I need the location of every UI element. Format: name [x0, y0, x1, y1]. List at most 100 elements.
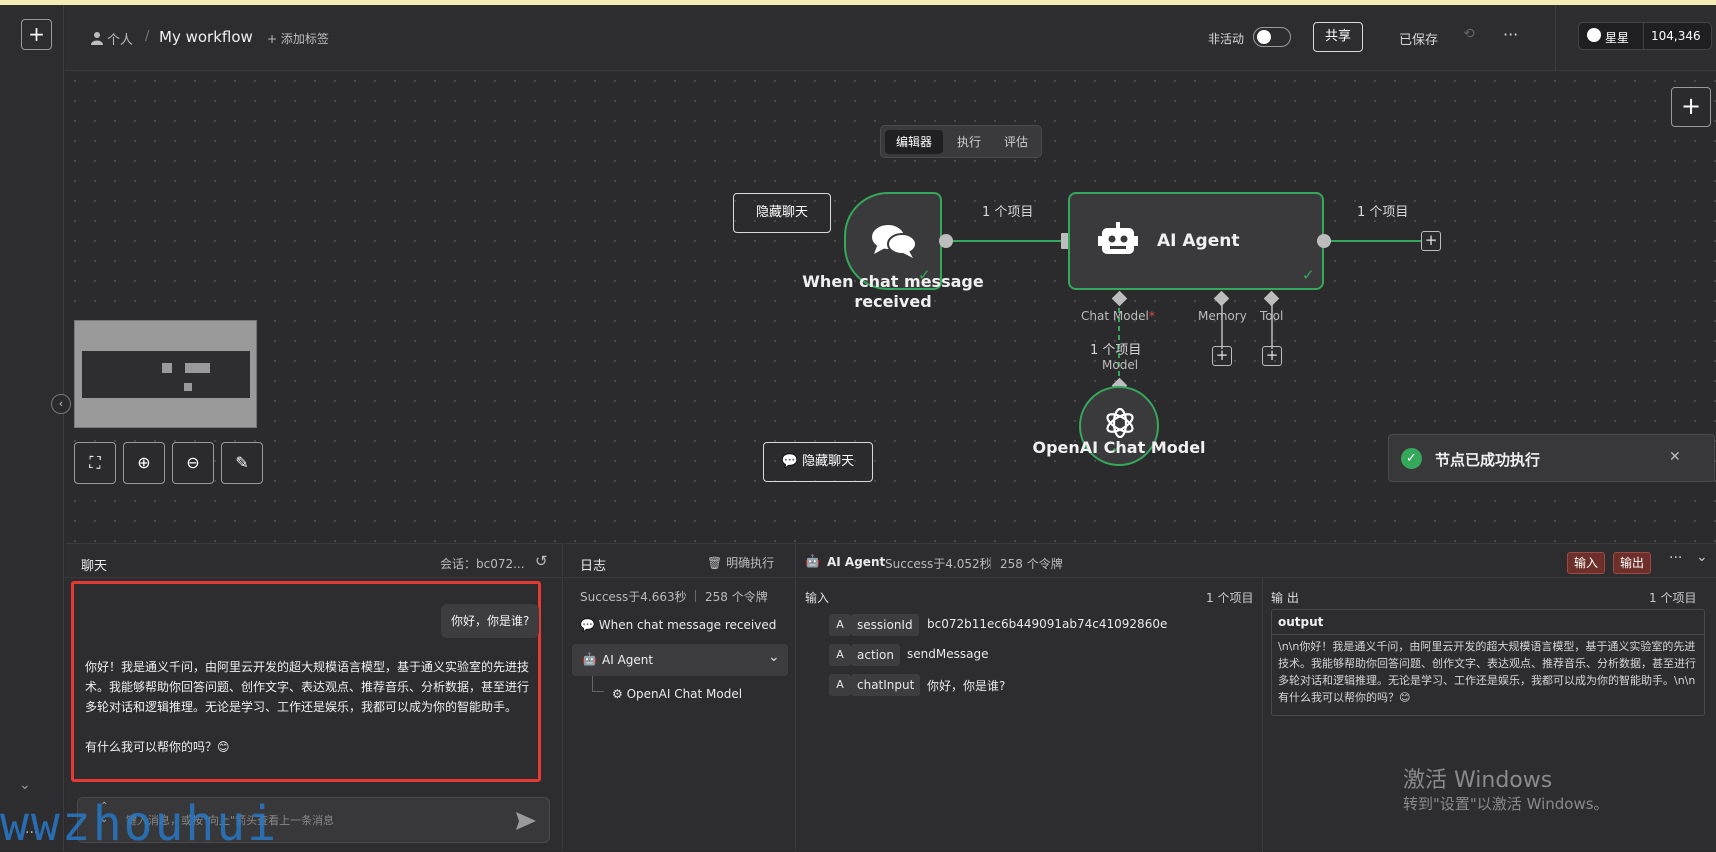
chat-bubbles-icon: 💬 — [580, 618, 599, 632]
input-item-count: 1 个项目 — [1206, 591, 1254, 605]
log-item-trigger[interactable]: 💬 When chat message received — [580, 618, 776, 632]
add-button[interactable]: + — [21, 19, 52, 50]
share-button[interactable]: 共享 — [1313, 22, 1363, 52]
highlight-box — [71, 581, 541, 782]
tree-connector — [592, 676, 604, 692]
fit-view-button[interactable]: ⛶ — [74, 442, 116, 484]
divider — [990, 557, 991, 569]
openai-node-label: OpenAI Chat Model — [1032, 438, 1206, 457]
success-toast: ✓ 节点已成功执行 ✕ — [1388, 434, 1715, 482]
github-star-widget[interactable]: 星星 104,346 — [1578, 22, 1712, 50]
log-panel-title: 日志 — [580, 559, 607, 574]
divider — [1272, 634, 1704, 635]
close-icon[interactable]: ✕ — [1669, 449, 1681, 465]
port-label-memory: Memory — [1198, 309, 1247, 323]
collapse-sidebar-button[interactable]: ‹ — [51, 394, 71, 414]
detail-node-name: AI Agent — [827, 555, 886, 569]
field-type-badge: A — [829, 674, 851, 696]
log-panel: 日志 🗑 明确执行 Success于4.663秒 258 个令牌 💬 When … — [564, 543, 796, 851]
active-toggle[interactable] — [1253, 27, 1291, 47]
input-section-title: 输入 — [805, 591, 830, 605]
windows-activation-subtitle: 转到"设置"以激活 Windows。 — [1403, 795, 1609, 813]
field-type-badge: A — [829, 614, 851, 636]
tab-executions[interactable]: 执行 — [956, 135, 981, 149]
zoom-out-button[interactable]: ⊖ — [172, 442, 214, 484]
assistant-message-p1: 你好！我是通义千问，由阿里云开发的超大规模语言模型，基于通义实验室的先进技术。我… — [85, 660, 530, 714]
breadcrumb-scope[interactable]: 个人 — [107, 33, 134, 48]
required-marker: * — [1148, 309, 1155, 323]
openai-chat-model-node[interactable]: ✓ — [1079, 386, 1159, 466]
output-card: output \n\n你好！我是通义千问，由阿里云开发的超大规模语言模型，基于通… — [1271, 609, 1705, 716]
input-tab-button[interactable]: 输入 — [1567, 552, 1605, 574]
more-menu-button[interactable]: ··· — [1503, 25, 1519, 44]
workflow-canvas[interactable]: 编辑器 执行 评估 + 隐藏聊天 ✓ When chat message rec… — [51, 71, 1716, 543]
add-tag-link[interactable]: + 添加标签 — [267, 32, 329, 46]
success-check-icon: ✓ — [1401, 448, 1422, 469]
clear-execution-button[interactable]: 🗑 明确执行 — [707, 554, 774, 571]
edge-item-count: 1 个项目 — [982, 205, 1034, 220]
openai-icon — [1106, 407, 1134, 439]
trigger-node[interactable]: ✓ — [844, 192, 942, 290]
history-icon[interactable]: ⟲ — [1463, 26, 1475, 42]
chat-panel: 聊天 会话：bc072... ↺ 你好，你是谁? 你好！我是通义千问，由阿里云开… — [65, 543, 563, 851]
chevron-down-icon[interactable]: ⌄ — [1696, 549, 1708, 565]
minimap[interactable] — [74, 320, 257, 428]
more-icon[interactable]: ··· — [25, 825, 39, 841]
log-item-openai[interactable]: ⚙ OpenAI Chat Model — [612, 687, 742, 701]
chevron-down-icon[interactable]: ⌄ — [19, 777, 31, 793]
agent-output-handle[interactable] — [1317, 234, 1331, 248]
port-label-chat-model-text: Chat Model — [1081, 309, 1149, 323]
trigger-output-handle[interactable] — [939, 234, 953, 248]
divider — [1262, 578, 1263, 852]
log-item-agent-label: AI Agent — [602, 653, 654, 667]
workflow-title[interactable]: My workflow — [159, 28, 253, 46]
hide-chat-node-button[interactable]: 隐藏聊天 — [733, 193, 831, 233]
history-arrows-icon[interactable]: ⌃⌄ — [100, 801, 109, 825]
zoom-in-button[interactable]: ⊕ — [123, 442, 165, 484]
ai-agent-label: AI Agent — [1157, 231, 1240, 251]
github-divider — [1643, 23, 1644, 49]
divider — [797, 577, 1716, 578]
hide-chat-button[interactable]: 💬 隐藏聊天 — [763, 442, 873, 482]
tab-evaluations[interactable]: 评估 — [1003, 135, 1028, 149]
output-text: \n\n你好！我是通义千问，由阿里云开发的超大规模语言模型，基于通义实验室的先进… — [1278, 640, 1696, 704]
trigger-node-label-line1: When chat message — [802, 272, 984, 291]
output-key: output — [1278, 615, 1324, 629]
add-memory-button[interactable]: + — [1212, 346, 1232, 366]
detail-status: Success于4.052秒 — [885, 557, 992, 571]
divider — [695, 590, 696, 602]
assistant-message-p2: 有什么我可以帮你的吗？😊 — [85, 740, 230, 754]
add-node-button[interactable]: + — [1671, 87, 1711, 127]
send-icon[interactable] — [516, 812, 536, 830]
add-tool-button[interactable]: + — [1262, 346, 1282, 366]
minimap-node — [184, 383, 192, 391]
trigger-node-label: When chat message received — [793, 272, 993, 312]
field-key: sessionId — [851, 614, 919, 636]
user-message: 你好，你是谁? — [441, 604, 540, 638]
robot-icon — [1098, 222, 1138, 254]
trigger-node-label-line2: received — [854, 292, 932, 311]
log-item-agent[interactable]: 🤖 AI Agent ⌄ — [572, 644, 788, 676]
windows-activation-title: 激活 Windows — [1403, 768, 1553, 793]
field-value: bc072b11ec6b449091ab74c41092860e — [927, 617, 1168, 631]
breadcrumb-separator: / — [145, 29, 150, 44]
field-value: 你好，你是谁? — [927, 679, 1006, 693]
session-id: 会话：bc072... — [440, 557, 525, 571]
view-tabs: 编辑器 执行 评估 — [880, 125, 1042, 158]
add-next-node-button[interactable]: + — [1421, 231, 1441, 251]
tab-editor[interactable]: 编辑器 — [885, 130, 943, 154]
log-item-trigger-label: When chat message received — [598, 618, 777, 632]
chat-input-field[interactable]: 键入消息，或按"向上"箭头查看上一条消息 — [126, 814, 335, 827]
output-tab-button[interactable]: 输出 — [1613, 552, 1651, 574]
chevron-down-icon[interactable]: ⌄ — [768, 649, 780, 665]
ai-agent-node[interactable]: AI Agent ✓ — [1068, 192, 1324, 290]
toast-message: 节点已成功执行 — [1435, 451, 1541, 469]
user-icon — [91, 30, 103, 45]
reset-session-icon[interactable]: ↺ — [535, 552, 548, 570]
chat-input-box[interactable]: ⌃⌄ 键入消息，或按"向上"箭头查看上一条消息 — [77, 797, 550, 843]
log-summary-status: Success于4.663秒 — [580, 590, 687, 604]
output-section-title: 输 出 — [1271, 591, 1299, 605]
agent-input-handle[interactable] — [1061, 233, 1069, 249]
more-icon[interactable]: ··· — [1669, 550, 1683, 566]
tidy-up-button[interactable]: ✎ — [221, 442, 263, 484]
